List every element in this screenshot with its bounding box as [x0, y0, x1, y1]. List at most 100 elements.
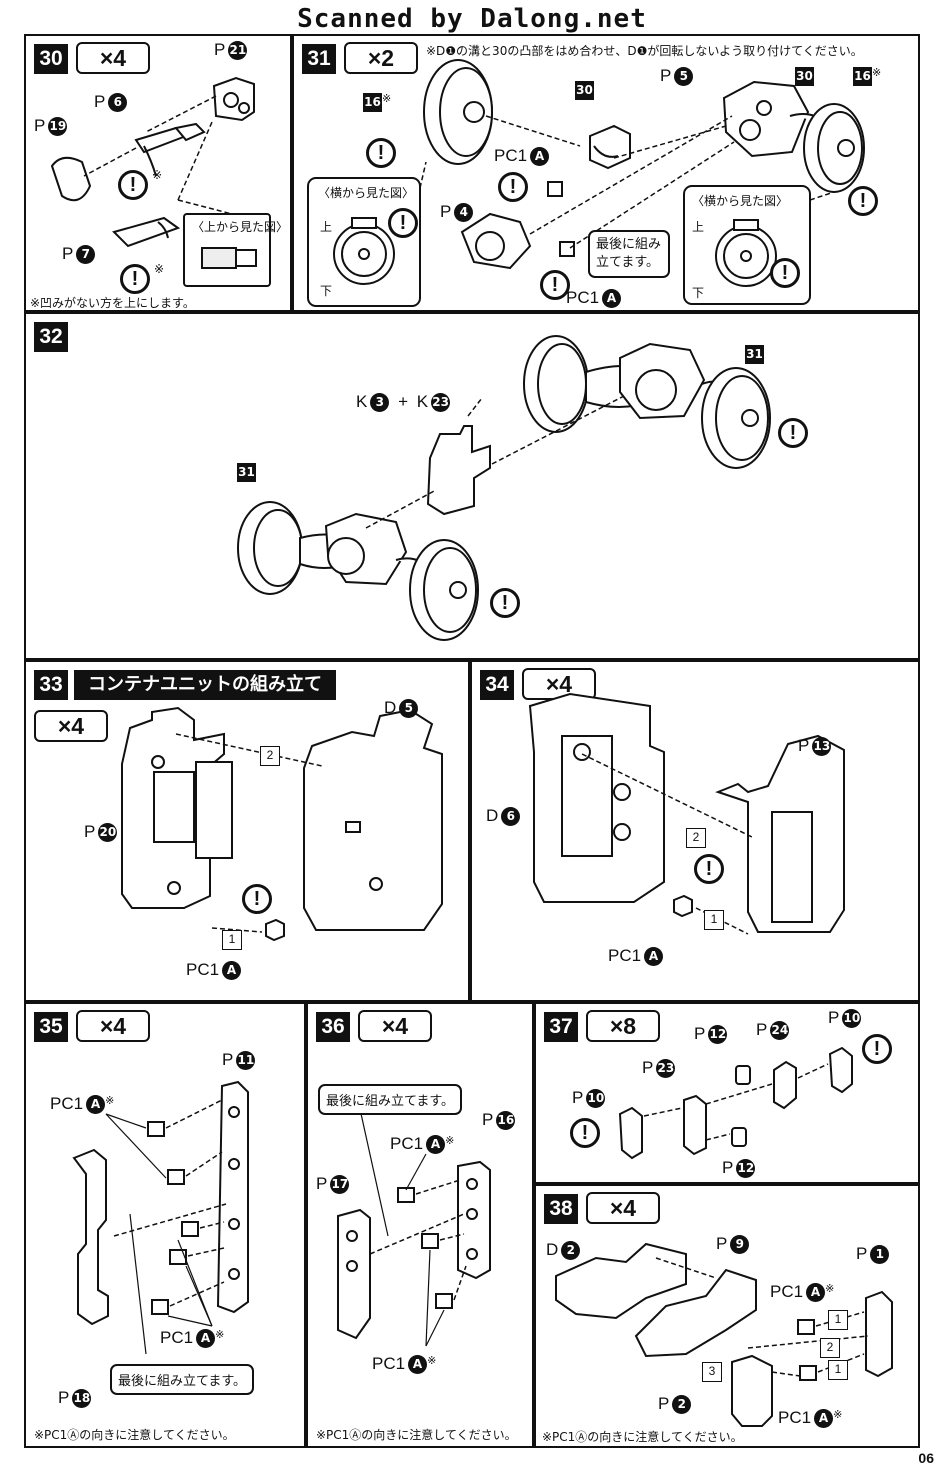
part-label-30: 30: [572, 80, 594, 101]
step-number: 37: [544, 1012, 578, 1042]
quantity-multiplier: ×4: [358, 1010, 432, 1042]
caution-icon: !: [490, 588, 520, 618]
caution-icon: !: [498, 172, 528, 202]
down-label: 下: [320, 284, 333, 298]
step-35-diagram: [72, 1080, 249, 1355]
caution-icon: !: [388, 208, 418, 238]
assemble-last-callout: 最後に組み立てます。: [588, 230, 670, 278]
step-30-note: ※凹みがない方を上にします。: [30, 296, 195, 310]
step-31-panel: 31 ×2 ※D❶の溝と30の凸部をはめ合わせ、D❶が回転しないよう取り付けてく…: [292, 34, 920, 312]
orientation-note: ※PC1Ⓐの向きに注意してください。: [34, 1428, 235, 1442]
caution-icon: !: [570, 1118, 600, 1148]
caution-icon: !: [118, 170, 148, 200]
caution-icon: !: [694, 854, 724, 884]
assemble-last-callout: 最後に組み立てます。: [110, 1364, 255, 1395]
caution-icon: !: [242, 884, 272, 914]
caution-icon: !: [366, 138, 396, 168]
sequence-number: 3: [702, 1362, 722, 1382]
page-number: 06: [918, 1450, 934, 1466]
quantity-multiplier: ×4: [34, 710, 108, 742]
sequence-number: 1: [828, 1310, 848, 1330]
caution-icon: !: [120, 264, 150, 294]
side-view-label: 〈横から見た図〉: [692, 194, 789, 208]
step-32-diagram: [237, 335, 771, 641]
quantity-multiplier: ×2: [344, 42, 418, 74]
sequence-number: 1: [828, 1360, 848, 1380]
part-label-31-right: 31: [742, 344, 764, 365]
step-34-diagram: [528, 692, 845, 935]
part-label-16b: 16※: [850, 66, 881, 87]
quantity-multiplier: ×4: [586, 1192, 660, 1224]
up-label: 上: [692, 220, 705, 234]
sequence-number: 1: [704, 910, 724, 930]
orientation-note: ※PC1Ⓐの向きに注意してください。: [542, 1430, 743, 1444]
step-36-diagram: [337, 1099, 491, 1347]
quantity-multiplier: ×4: [76, 1010, 150, 1042]
sequence-number: 2: [686, 828, 706, 848]
quantity-multiplier: ×4: [76, 42, 150, 74]
caution-icon: !: [770, 258, 800, 288]
step-33-diagram: [121, 706, 443, 942]
sequence-number: 1: [222, 930, 242, 950]
step-38-diagram: [555, 1242, 893, 1427]
sequence-number: 2: [820, 1338, 840, 1358]
star-mark: ※: [152, 168, 163, 182]
step-number: 31: [302, 44, 336, 74]
part-label-31-left: 31: [234, 462, 256, 483]
step-30-diagram: [50, 76, 271, 287]
step-number: 38: [544, 1194, 578, 1224]
quantity-multiplier: ×8: [586, 1010, 660, 1042]
scan-header: Scanned by Dalong.net: [297, 4, 647, 34]
sequence-number: 2: [260, 746, 280, 766]
down-label: 下: [692, 286, 705, 300]
top-view-label: 〈上から見た図〉: [192, 220, 289, 234]
step-number: 35: [34, 1012, 68, 1042]
assemble-last-callout: 最後に組み立てます。: [318, 1084, 463, 1115]
step-37-diagram: [618, 1046, 853, 1160]
step-31-diagram: [307, 59, 865, 307]
part-label-16: 16※: [360, 92, 391, 113]
step-number: 32: [34, 322, 68, 352]
step-number: 34: [480, 670, 514, 700]
part-label-30b: 30: [792, 66, 814, 87]
caution-icon: !: [778, 418, 808, 448]
orientation-note: ※PC1Ⓐの向きに注意してください。: [316, 1428, 517, 1442]
caution-icon: !: [540, 270, 570, 300]
up-label: 上: [320, 220, 333, 234]
